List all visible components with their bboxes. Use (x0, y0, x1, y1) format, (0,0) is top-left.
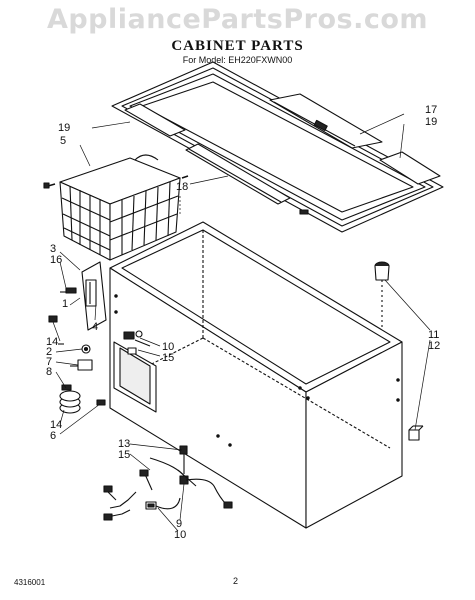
callout-8: 8 (46, 366, 52, 378)
callout-10-lower: 10 (174, 529, 186, 541)
callout-19-left: 19 (58, 122, 70, 134)
callout-2: 2 (46, 346, 52, 358)
callout-10-upper: 10 (162, 341, 174, 353)
page-title: CABINET PARTS (171, 38, 304, 54)
callout-15-upper: 15 (162, 352, 174, 364)
thermostat-assembly (48, 261, 107, 414)
callout-14-upper: 14 (46, 336, 58, 348)
callout-15-lower: 15 (118, 449, 130, 461)
document-code: 4316001 (14, 578, 46, 587)
callout-13: 13 (118, 438, 130, 450)
callout-16: 16 (50, 254, 62, 266)
wire-basket (43, 154, 189, 261)
callout-labels: 17 19 19 5 18 3 16 1 4 14 2 7 8 10 15 11… (46, 104, 440, 541)
watermark-logo: AppliancePartsPros.com (46, 4, 429, 35)
relay-parts (123, 330, 151, 355)
callout-12: 12 (428, 340, 440, 352)
cabinet-body (109, 221, 424, 529)
callout-3: 3 (50, 243, 56, 255)
callout-18: 18 (176, 181, 188, 193)
callout-14-lower: 14 (50, 419, 62, 431)
callout-19-right: 19 (425, 116, 437, 128)
lid-gasket-strips (124, 93, 441, 215)
wiring-harness (103, 445, 233, 521)
leader-lines (52, 113, 431, 532)
callout-9: 9 (176, 518, 182, 530)
callout-17: 17 (425, 104, 437, 116)
callout-4: 4 (92, 321, 98, 333)
hinge-bumper (374, 261, 390, 330)
callout-7: 7 (46, 356, 52, 368)
page-number: 2 (233, 576, 239, 586)
callout-11: 11 (428, 329, 439, 341)
model-subtitle: For Model: EH220FXWN00 (182, 55, 293, 65)
callout-6: 6 (50, 430, 56, 442)
callout-5: 5 (60, 135, 66, 147)
callout-1: 1 (62, 298, 68, 310)
lid-frame (111, 61, 444, 233)
